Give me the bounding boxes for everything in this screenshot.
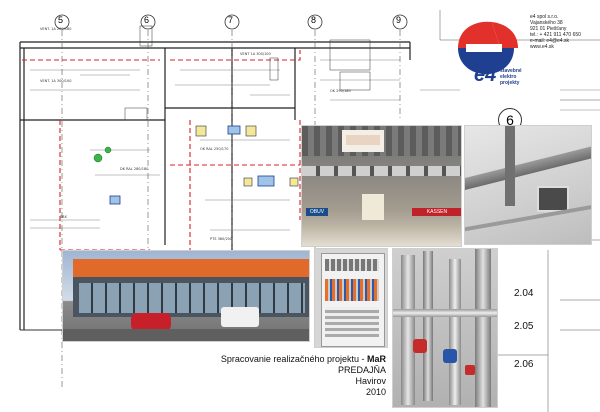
company-street: Vajanského 38: [530, 20, 563, 26]
photo-piping: [392, 248, 498, 408]
company-address: e4 spol s.r.o. Vajanského 38 921 01 Pieš…: [530, 14, 581, 50]
company-phone: tel.: + 421 911 470 650: [530, 32, 581, 38]
photo-sign: KASSEN: [412, 208, 461, 216]
photo-store-interior: KASSEN OBUV: [301, 125, 462, 247]
logo-tagline: stavebné elektro projekty: [500, 68, 522, 86]
photo-control-cabinet: [314, 248, 388, 348]
company-email: e-mail: e4@e4.sk: [530, 38, 569, 44]
company-name: e4 spol s.r.o.: [530, 14, 559, 20]
logo-tagline-3: projekty: [500, 80, 520, 86]
svg-text:VENT. 1A 300/100: VENT. 1A 300/100: [40, 79, 71, 83]
svg-text:VENT 1A 300/100: VENT 1A 300/100: [240, 52, 271, 56]
logo-tagline-2: elektro: [500, 74, 517, 80]
room-label-206: 2.06: [514, 359, 534, 370]
caption-line-4: 2010: [365, 387, 386, 397]
svg-text:TBX: TBX: [59, 215, 68, 219]
caption-line-2: PREDAJŇA: [337, 365, 386, 375]
photo-store-exterior: [62, 250, 310, 342]
grid-label-5: 5: [58, 15, 64, 25]
photo-ceiling-unit: [464, 125, 592, 245]
caption-line-3: Havirov: [355, 376, 386, 386]
grid-label-6: 6: [144, 15, 150, 25]
svg-text:PTS 360/200: PTS 360/200: [210, 237, 232, 241]
room-label-205: 2.05: [514, 321, 534, 332]
caption-line-1: Spracovanie realizačného projektu - MaR: [190, 354, 386, 365]
svg-text:DK RAL 280/180: DK RAL 280/180: [120, 167, 148, 171]
caption-bold: MaR: [366, 354, 386, 364]
svg-text:OK RAL 250/170: OK RAL 250/170: [200, 147, 228, 151]
svg-text:VENT. 1A 200/180: VENT. 1A 200/180: [40, 27, 71, 31]
logo-graphic: [458, 21, 518, 75]
logo-tagline-1: stavebné: [500, 68, 522, 74]
svg-text:OK 290/180: OK 290/180: [330, 89, 351, 93]
photo-sign-2: OBUV: [306, 208, 328, 216]
company-logo: [452, 14, 522, 84]
grid-label-7: 7: [228, 15, 234, 25]
company-web: www.e4.sk: [530, 44, 554, 50]
room-label-204: 2.04: [514, 288, 534, 299]
grid-label-9: 9: [396, 15, 402, 25]
company-city: 921 01 Piešťany: [530, 26, 567, 32]
caption-prefix: Spracovanie realizačného projektu -: [220, 354, 367, 364]
logo-mark: e4: [474, 64, 497, 86]
project-caption: Spracovanie realizačného projektu - MaR …: [190, 354, 386, 398]
grid-label-8: 8: [311, 15, 317, 25]
